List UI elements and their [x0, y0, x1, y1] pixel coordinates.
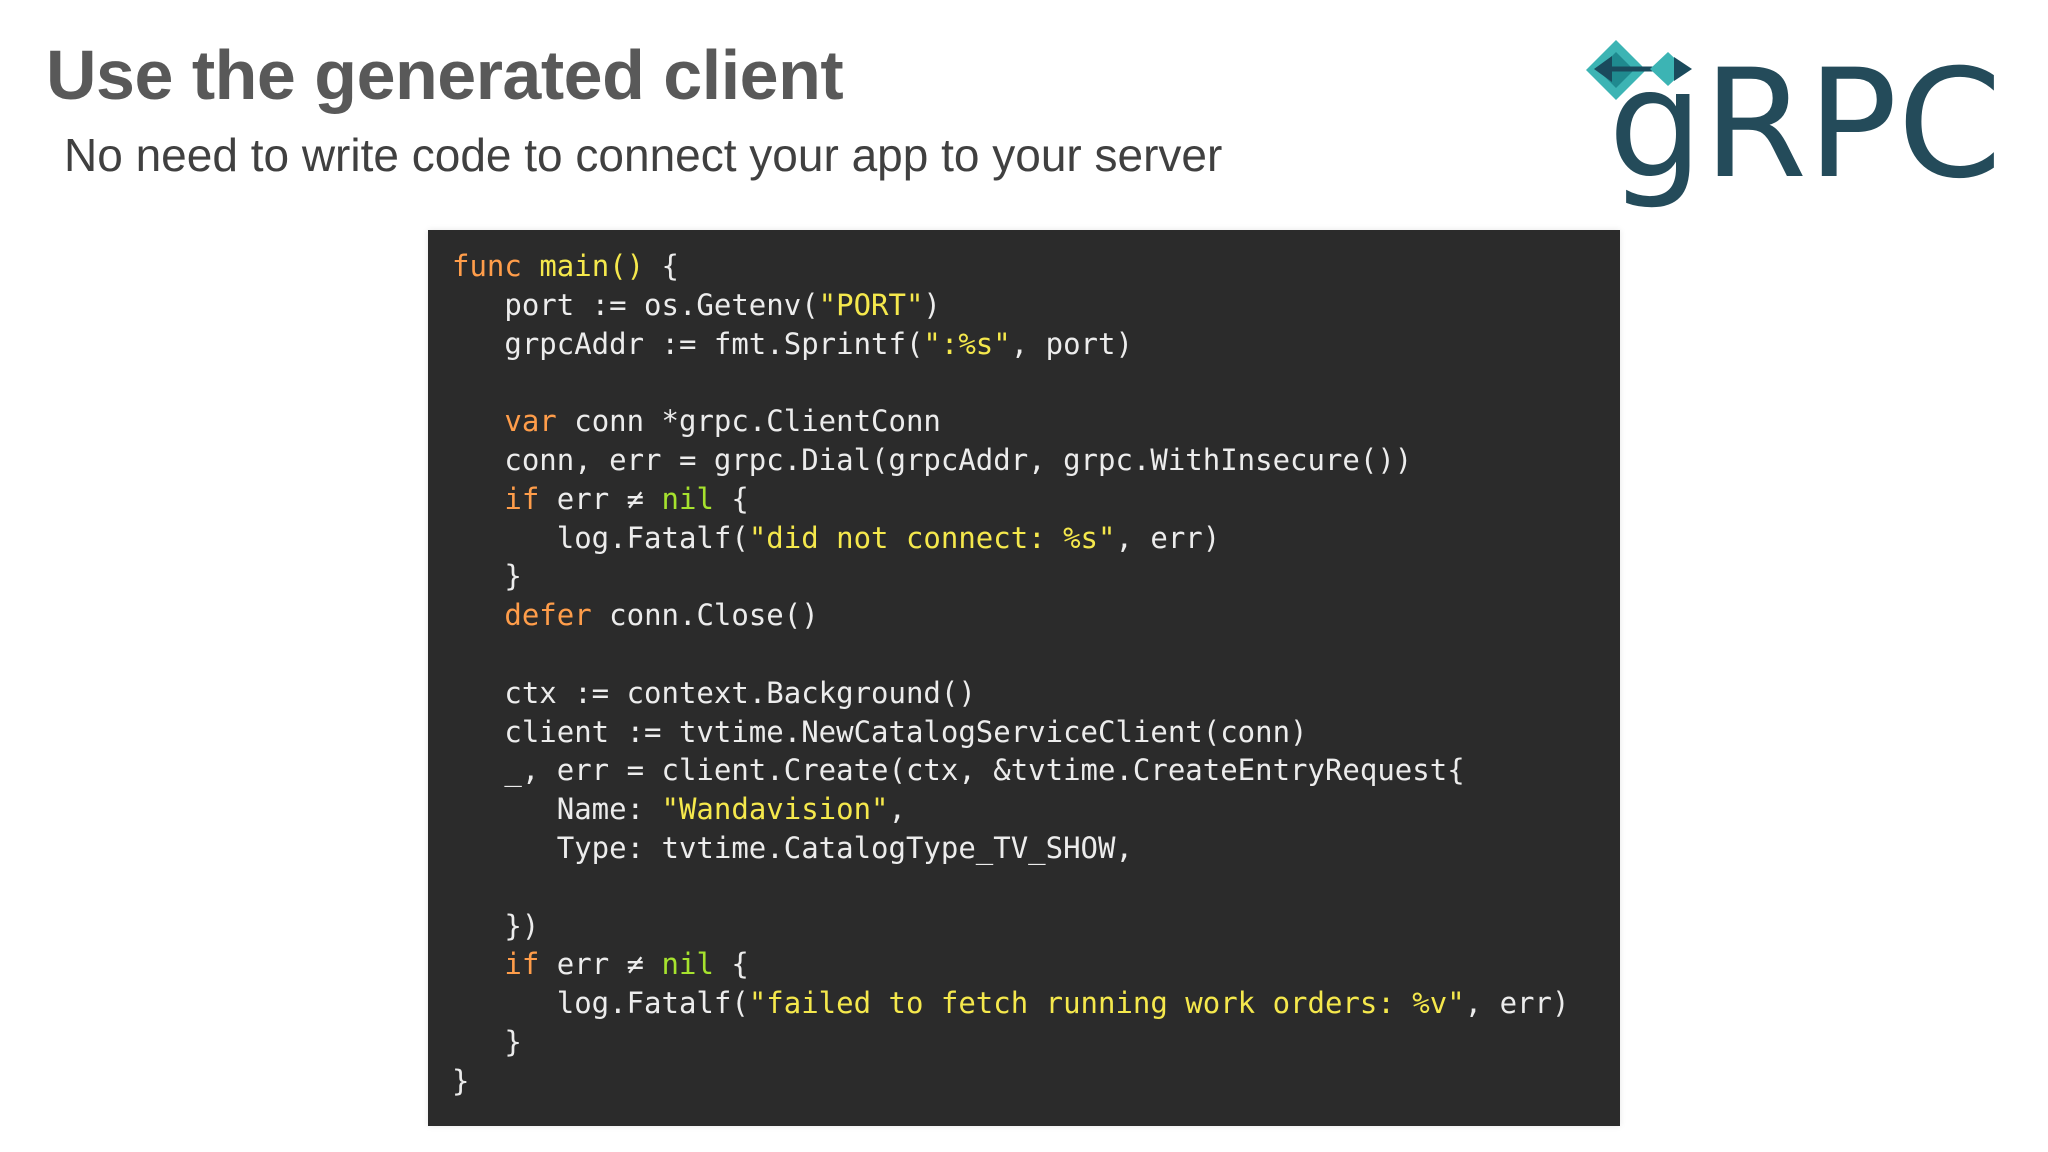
- code-token: ): [923, 287, 941, 322]
- code-token: conn, err = grpc.Dial(grpcAddr, grpc.Wit…: [452, 442, 1413, 477]
- code-token: [522, 249, 539, 283]
- code-token: [452, 404, 504, 438]
- code-token: }: [452, 1063, 470, 1098]
- code-line: client := tvtime.NewCatalogServiceClient…: [452, 713, 1569, 752]
- code-line: if err ≠ nil {: [452, 945, 1569, 984]
- code-line: grpcAddr := fmt.Sprintf(":%s", port): [452, 325, 1569, 364]
- code-line: [452, 363, 1569, 402]
- code-line: _, err = client.Create(ctx, &tvtime.Crea…: [452, 751, 1569, 790]
- code-line: Type: tvtime.CatalogType_TV_SHOW,: [452, 829, 1569, 868]
- code-token: ,: [888, 792, 906, 827]
- code-line: Name: "Wandavision",: [452, 790, 1569, 829]
- code-token: nil: [661, 947, 714, 982]
- code-token: client := tvtime.NewCatalogServiceClient…: [452, 714, 1308, 749]
- code-token: _, err = client.Create(ctx, &tvtime.Crea…: [452, 753, 1465, 788]
- code-token: var: [504, 404, 557, 439]
- code-token: "did not connect: %s": [748, 520, 1116, 555]
- code-token: , err): [1115, 520, 1221, 555]
- code-token: "PORT": [818, 287, 924, 322]
- code-token: if: [504, 947, 540, 982]
- code-token: if: [504, 481, 540, 516]
- code-lines: func main() { port := os.Getenv("PORT") …: [452, 247, 1569, 1101]
- code-token: {: [713, 947, 749, 982]
- code-token: conn *grpc.ClientConn: [556, 404, 941, 439]
- code-line: if err ≠ nil {: [452, 480, 1569, 519]
- code-line: log.Fatalf("failed to fetch running work…: [452, 984, 1570, 1023]
- code-token: err ≠: [539, 481, 662, 516]
- code-token: ":%s": [923, 326, 1011, 361]
- code-token: [452, 482, 504, 516]
- code-line: port := os.Getenv("PORT"): [452, 286, 1569, 325]
- code-token: "Wandavision": [661, 792, 889, 827]
- logo-arrow-left-head-icon: [1594, 56, 1612, 82]
- code-line: [452, 868, 1569, 907]
- code-block: func main() { port := os.Getenv("PORT") …: [452, 247, 1569, 1101]
- code-line: conn, err = grpc.Dial(grpcAddr, grpc.Wit…: [452, 441, 1569, 480]
- code-token: Name:: [452, 792, 662, 827]
- code-line: }: [452, 1023, 1569, 1062]
- grpc-logo: gRPC: [1580, 36, 2010, 226]
- code-token: }): [452, 908, 540, 943]
- code-token: [452, 598, 504, 632]
- code-token: grpcAddr := fmt.Sprintf(: [452, 326, 924, 361]
- slide-subtitle: No need to write code to connect your ap…: [64, 129, 1223, 181]
- code-token: "failed to fetch running work orders: %v…: [748, 986, 1465, 1021]
- code-token: [452, 947, 504, 981]
- code-token: err ≠: [539, 947, 662, 982]
- code-token: , err): [1464, 986, 1570, 1021]
- code-token: Type: tvtime.CatalogType_TV_SHOW,: [452, 830, 1133, 865]
- code-line: }: [452, 557, 1569, 596]
- logo-wordmark: gRPC: [1608, 38, 2002, 212]
- code-token: log.Fatalf(: [452, 986, 749, 1021]
- code-token: , port): [1010, 326, 1133, 361]
- code-line: var conn *grpc.ClientConn: [452, 402, 1569, 441]
- logo-arrow-right-head-inner-icon: [1674, 57, 1692, 81]
- code-token: conn.Close(): [591, 598, 819, 633]
- code-token: {: [713, 481, 749, 516]
- code-token: }: [452, 1024, 522, 1059]
- code-token: defer: [504, 598, 592, 633]
- slide-title: Use the generated client: [46, 36, 844, 114]
- code-token: main(): [539, 249, 645, 283]
- code-token: }: [452, 559, 522, 594]
- code-line: defer conn.Close(): [452, 596, 1569, 635]
- code-line: ctx := context.Background(): [452, 674, 1569, 713]
- code-line: func main() {: [452, 247, 1569, 286]
- code-token: {: [644, 249, 679, 283]
- code-line: log.Fatalf("did not connect: %s", err): [452, 519, 1569, 558]
- code-token: ctx := context.Background(): [452, 675, 976, 710]
- code-line: }: [452, 1062, 1569, 1101]
- code-line: }): [452, 907, 1569, 946]
- code-token: func: [452, 249, 522, 283]
- code-token: log.Fatalf(: [452, 520, 749, 555]
- code-token: nil: [661, 481, 714, 516]
- code-line: [452, 635, 1569, 674]
- code-panel: func main() { port := os.Getenv("PORT") …: [428, 230, 1620, 1126]
- code-token: port := os.Getenv(: [452, 287, 819, 322]
- grpc-logo-arrow-icon: [1586, 40, 1692, 100]
